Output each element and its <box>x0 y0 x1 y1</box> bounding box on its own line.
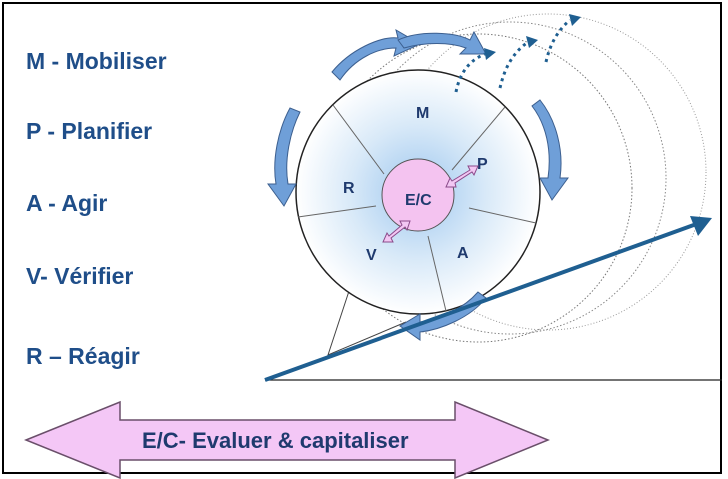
wheel-wedge <box>327 287 407 356</box>
evaluate-double-arrow <box>23 400 550 479</box>
legend-mobiliser: M - Mobiliser <box>26 48 167 74</box>
legend-reagir: R – Réagir <box>26 343 140 369</box>
progress-arrow <box>264 220 703 382</box>
evaluate-label: E/C- Evaluer & capitaliser <box>142 428 409 453</box>
segment-m-label: M <box>416 105 429 122</box>
legend-planifier: P - Planifier <box>26 118 153 144</box>
dotted-progress-arrows <box>454 18 571 93</box>
segment-r-label: R <box>343 180 355 197</box>
ghost-circle-2 <box>353 21 667 335</box>
progress-arrow-head <box>690 216 712 236</box>
wheel-spokes <box>297 104 537 312</box>
center-label: E/C <box>405 192 432 209</box>
center-arrow-p <box>445 165 479 188</box>
segment-v-label: V <box>366 247 377 264</box>
dotted-arrow-heads <box>484 14 581 60</box>
segment-a-label: A <box>457 245 469 262</box>
center-arrow-v <box>382 220 411 243</box>
center-circle <box>381 158 455 232</box>
legend-agir: A - Agir <box>26 190 108 216</box>
legend-verifier: V- Vérifier <box>26 263 134 289</box>
ghost-circle-3 <box>389 13 707 331</box>
rotation-arrows <box>267 28 569 341</box>
segment-p-label: P <box>477 156 488 173</box>
